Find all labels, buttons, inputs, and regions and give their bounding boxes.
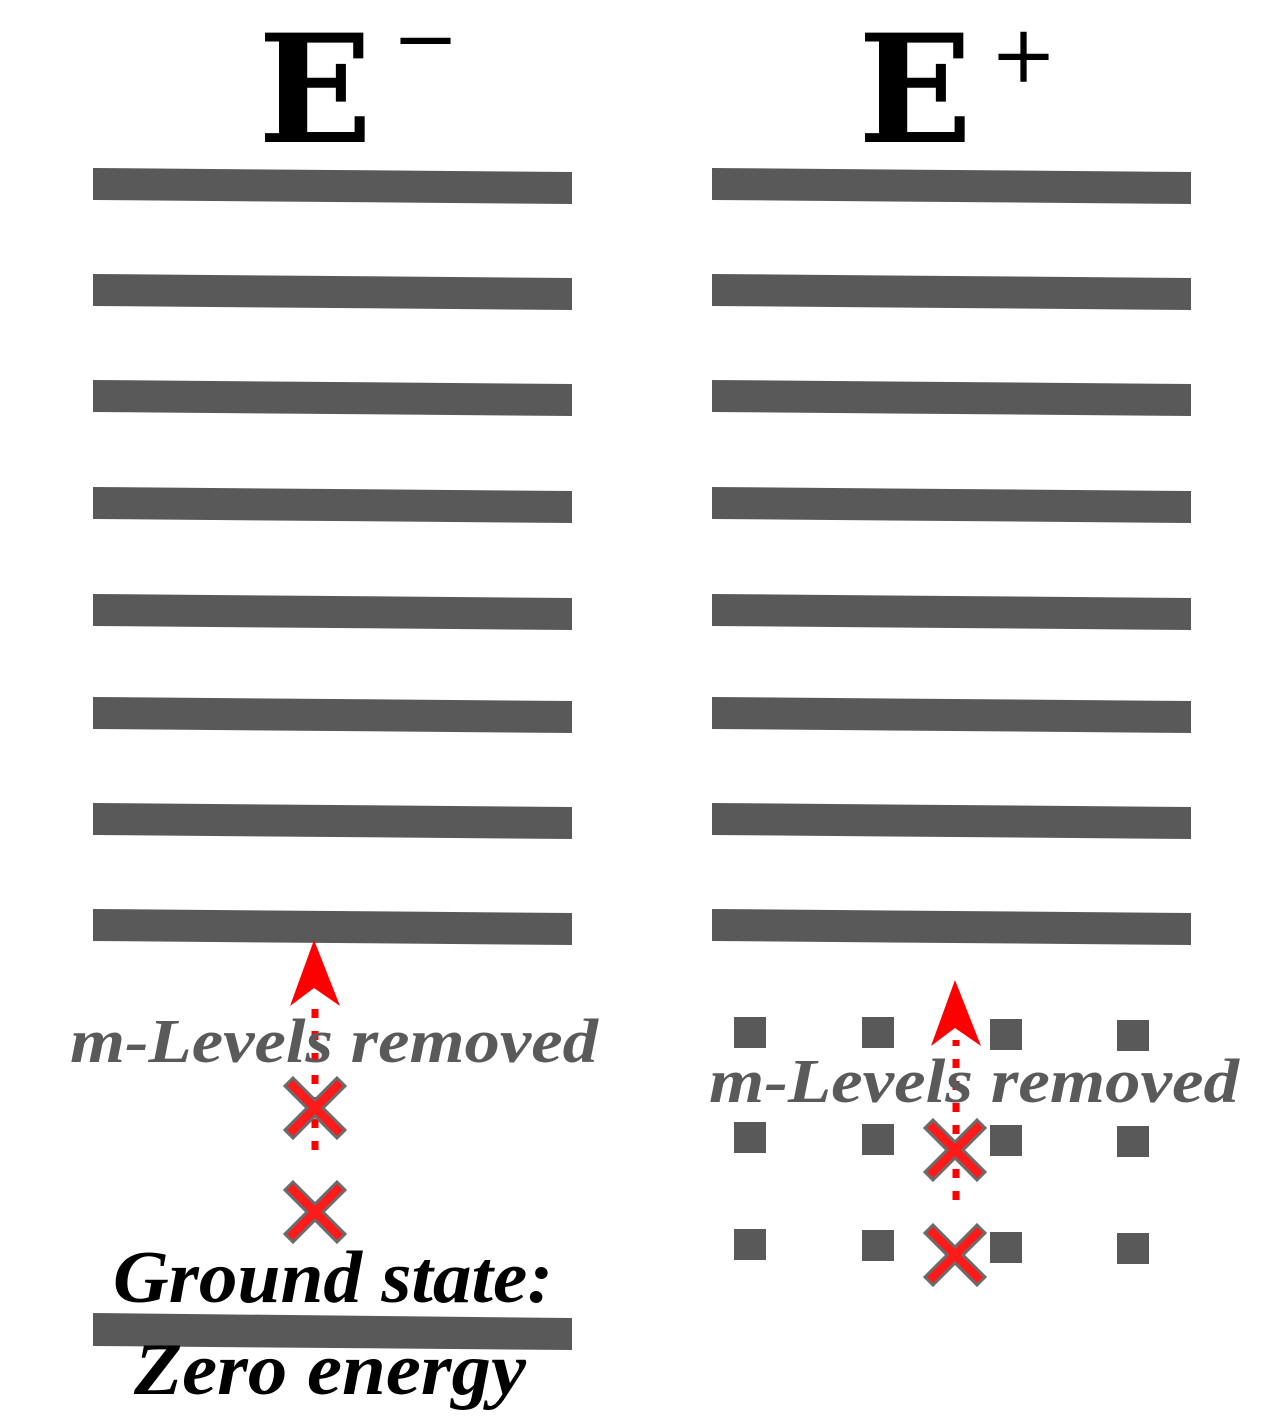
removed-level-squares	[734, 1017, 1149, 1264]
energy-level	[93, 803, 572, 839]
removed-level-square	[734, 1229, 766, 1260]
panel-e-plus: E +	[709, 2, 1240, 1287]
removed-level-square	[862, 1124, 894, 1155]
dotted-up-arrow-icon	[931, 980, 981, 1200]
removed-level-square	[1117, 1233, 1149, 1264]
energy-level	[93, 909, 572, 945]
energy-level	[93, 380, 572, 416]
energy-level	[712, 274, 1191, 310]
removed-label-right: m-Levels removed	[709, 1048, 1240, 1116]
removed-level-square	[990, 1019, 1022, 1050]
energy-level	[712, 487, 1191, 523]
energy-levels-right	[712, 168, 1191, 945]
energy-level	[712, 594, 1191, 630]
removed-label-left: m-Levels removed	[70, 1008, 599, 1076]
dotted-up-arrow-icon	[290, 940, 340, 1150]
removed-level-square	[734, 1017, 766, 1048]
x-mark-icon	[923, 1223, 987, 1287]
removed-level-square	[862, 1230, 894, 1261]
energy-level	[712, 697, 1191, 733]
energy-level	[712, 909, 1191, 945]
x-mark-icon	[283, 1180, 347, 1244]
zero-energy-label: Zero energy	[133, 1329, 527, 1411]
ground-state-label: Ground state:	[113, 1237, 553, 1319]
title-e-minus: E	[258, 2, 372, 178]
energy-level	[93, 697, 572, 733]
energy-level	[712, 803, 1191, 839]
energy-level	[712, 380, 1191, 416]
title-e-plus: E	[858, 2, 972, 178]
removed-level-square	[990, 1232, 1022, 1263]
title-e-minus-superscript: −	[392, 0, 459, 85]
energy-level	[93, 594, 572, 630]
removed-level-square	[990, 1125, 1022, 1156]
ground-state-level	[93, 1313, 572, 1350]
panel-e-minus: E − m-Levels removed Ground state: Zero …	[70, 0, 599, 1411]
energy-levels-left	[93, 168, 572, 945]
removed-level-square	[1117, 1020, 1149, 1051]
title-e-plus-superscript: +	[990, 8, 1057, 101]
energy-level	[93, 168, 572, 204]
removed-level-square	[734, 1122, 766, 1153]
removed-level-square	[1117, 1126, 1149, 1157]
x-mark-icon	[283, 1076, 347, 1140]
energy-level	[712, 168, 1191, 204]
energy-level	[93, 274, 572, 310]
removed-level-square	[862, 1017, 894, 1048]
energy-level	[93, 487, 572, 523]
